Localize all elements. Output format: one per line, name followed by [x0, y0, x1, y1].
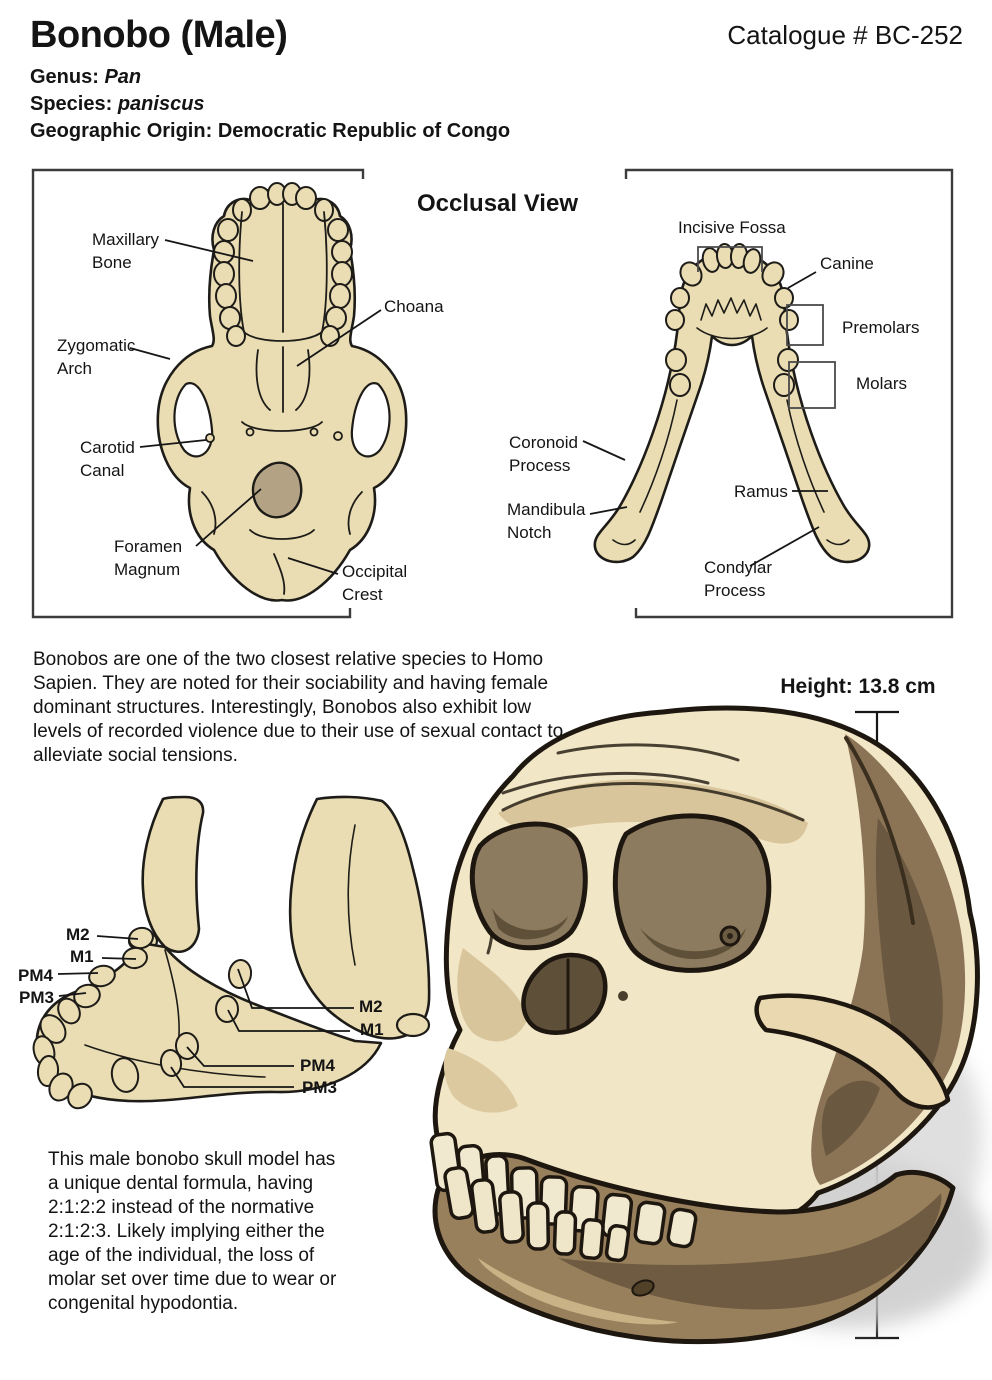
occlusal-view-title: Occlusal View [417, 190, 578, 217]
specimen-meta: Genus: Pan Species: paniscus Geographic … [30, 64, 510, 145]
genus-label: Genus: [30, 66, 99, 88]
description-top: Bonobos are one of the two closest relat… [33, 649, 564, 766]
species-label: Species: [30, 93, 113, 115]
label-carotid-canal: Carotid Canal [80, 438, 135, 480]
label-coronoid-process: Coronoid Process [509, 433, 578, 475]
page-title: Bonobo (Male) [30, 14, 288, 56]
tooth-label-right-m1: M1 [360, 1020, 384, 1039]
label-ramus: Ramus [734, 482, 788, 501]
label-zygomatic-arch: Zygomatic Arch [57, 336, 136, 378]
label-canine: Canine [820, 254, 874, 273]
tooth-label-left-m2: M2 [66, 925, 90, 944]
label-mandibula-notch: Mandibula Notch [507, 500, 586, 542]
label-choana: Choana [384, 297, 444, 316]
label-premolars: Premolars [842, 318, 920, 337]
label-occipital-crest: Occipital Crest [342, 562, 408, 604]
origin-label: Geographic Origin: [30, 120, 213, 142]
label-maxillary-bone: Maxillary Bone [92, 230, 160, 272]
genus-value: Pan [104, 66, 142, 88]
label-foramen-magnum: Foramen Magnum [114, 537, 183, 579]
label-molars: Molars [856, 374, 908, 393]
tooth-label-right-pm4: PM4 [300, 1056, 335, 1075]
mandible-occlusal-illustration [593, 243, 871, 564]
catalogue-number: Catalogue # BC-252 [727, 20, 963, 50]
tooth-label-left-pm4: PM4 [18, 966, 53, 985]
species-row: Species: paniscus [30, 91, 510, 118]
label-incisive-fossa: Incisive Fossa [678, 218, 786, 237]
genus-row: Genus: Pan [30, 64, 510, 91]
tooth-label-left-m1: M1 [70, 947, 94, 966]
label-condylar-process: Condylar Process [704, 558, 773, 600]
origin-row: Geographic Origin: Democratic Republic o… [30, 118, 510, 145]
origin-value: Democratic Republic of Congo [217, 120, 511, 142]
description-bottom: This male bonobo skull model has a uniqu… [48, 1149, 337, 1314]
tooth-label-right-pm3: PM3 [302, 1078, 337, 1097]
height-annotation: Height: 13.8 cm [780, 675, 936, 698]
cranium-occlusal-illustration [156, 182, 408, 602]
tooth-label-left-pm3: PM3 [19, 988, 54, 1007]
tooth-label-right-m2: M2 [359, 997, 383, 1016]
bonobo-skull-illustration [429, 705, 988, 1345]
species-value: paniscus [117, 93, 205, 115]
